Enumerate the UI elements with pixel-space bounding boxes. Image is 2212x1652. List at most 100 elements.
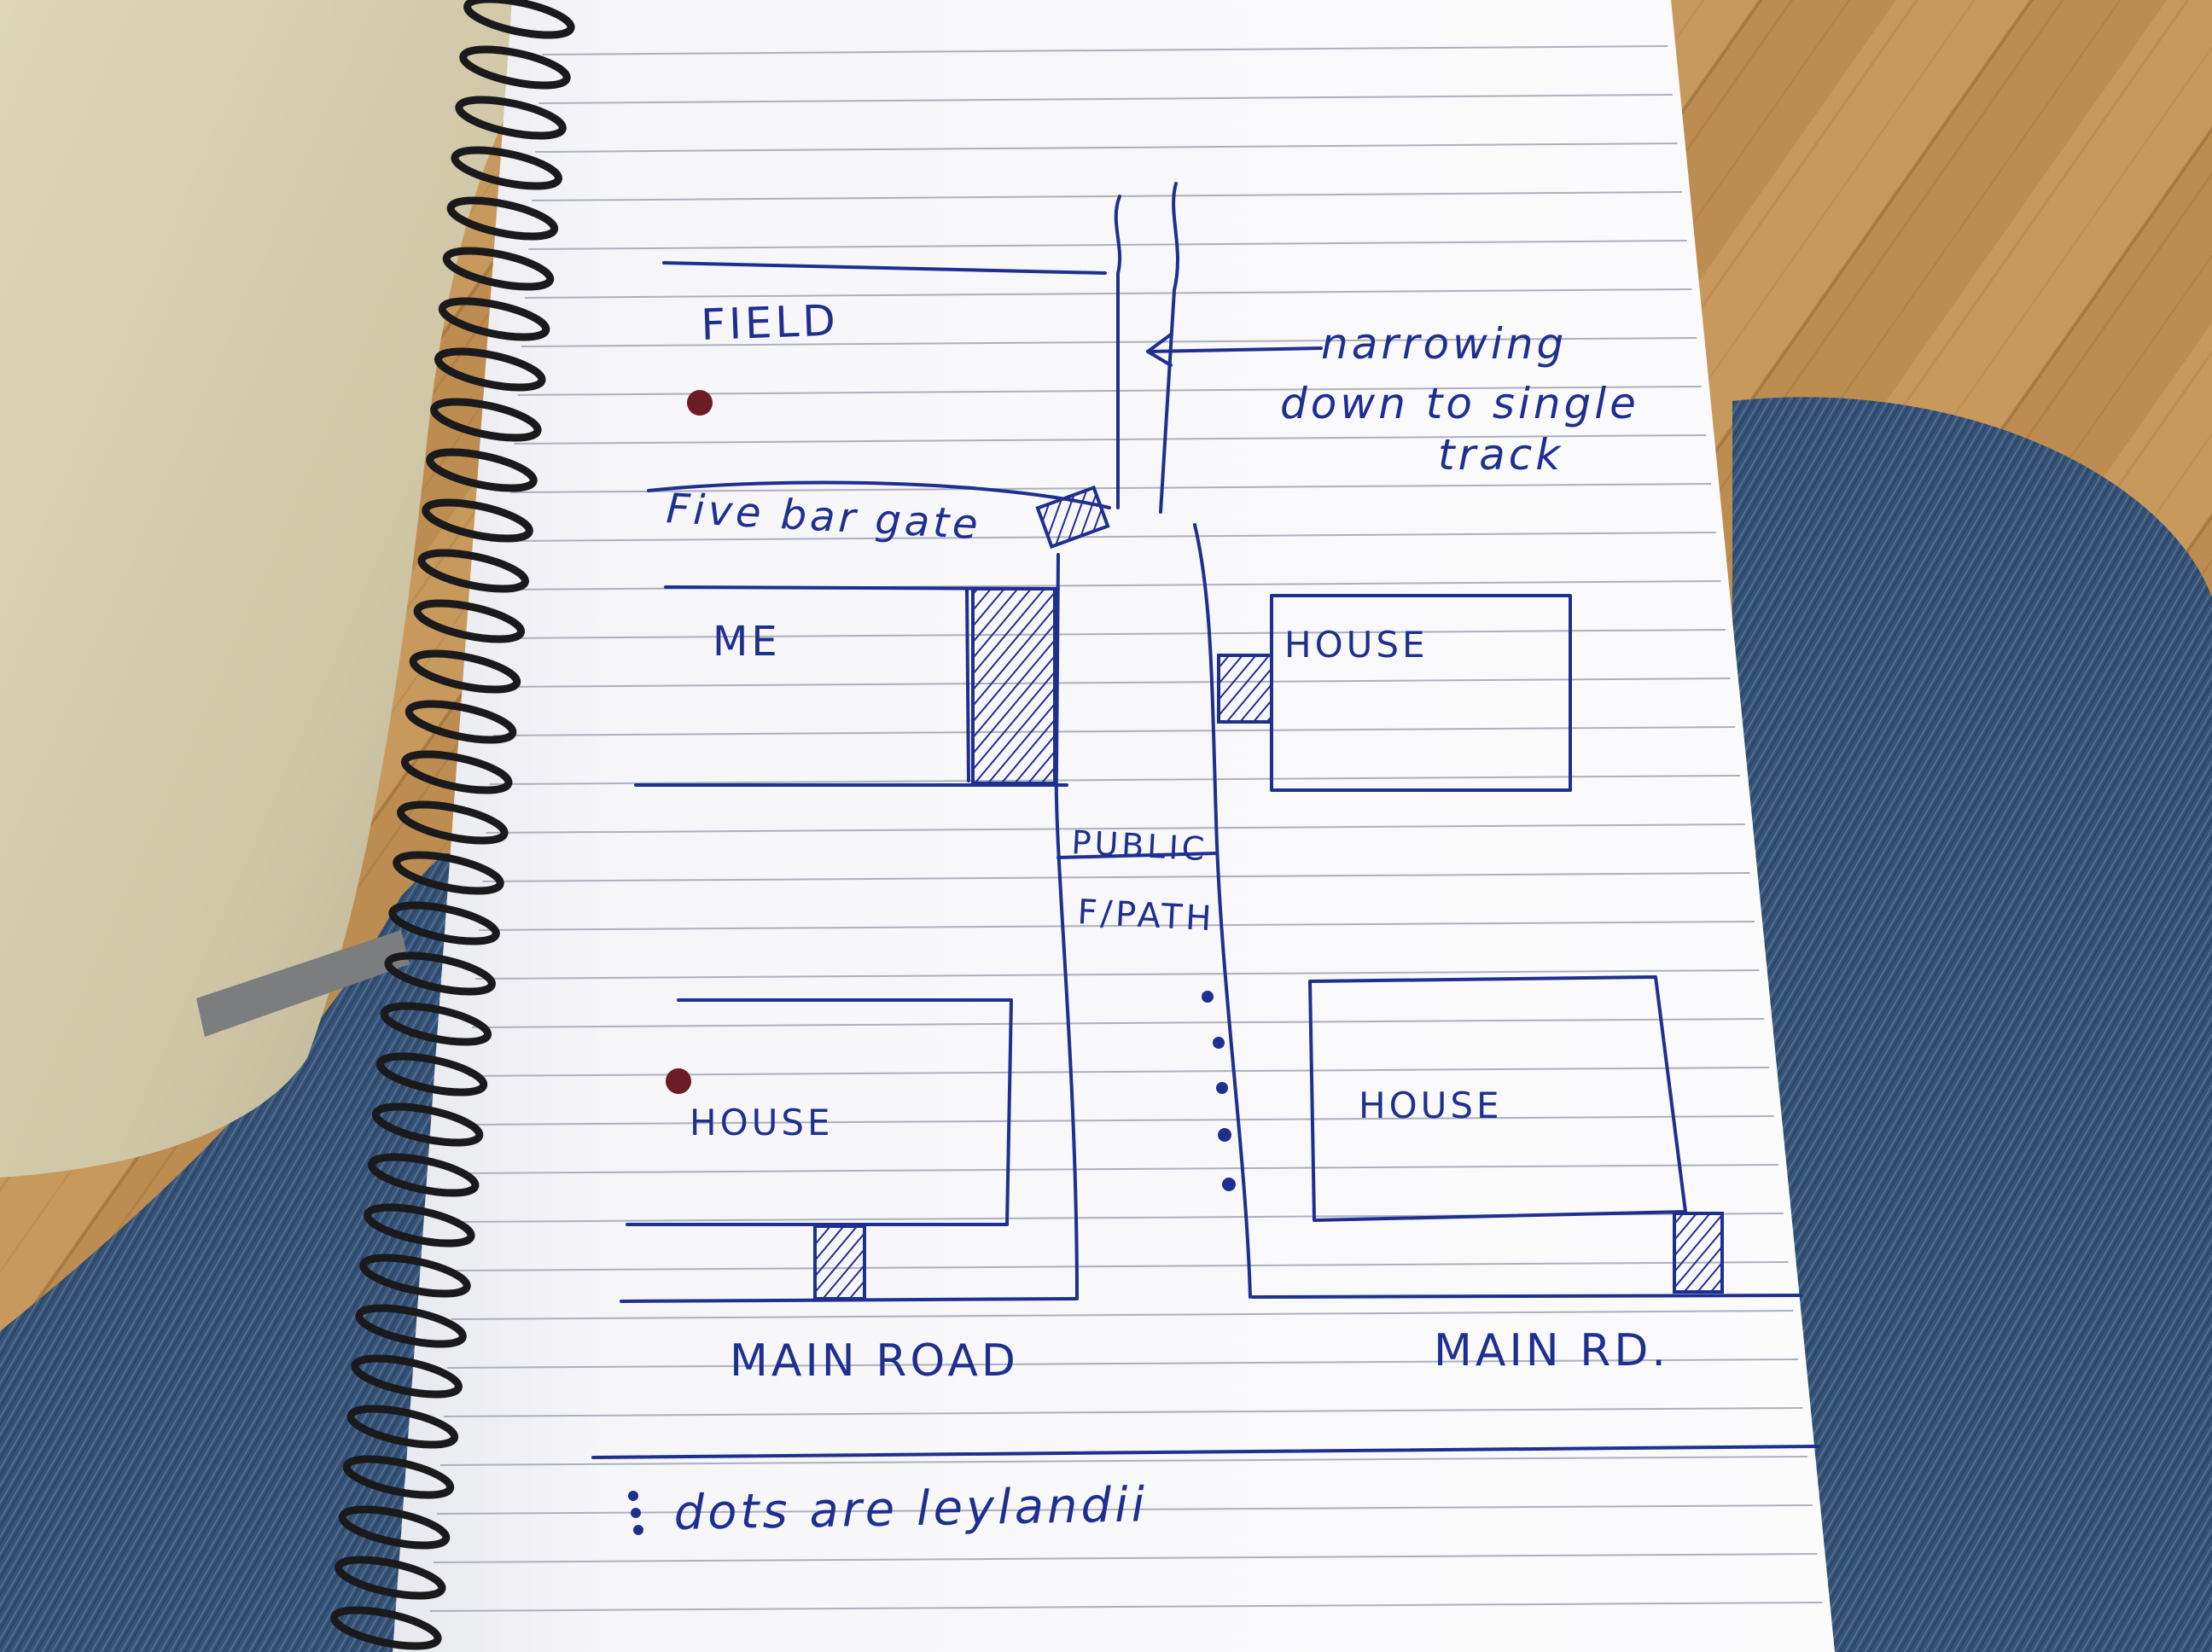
spiral-ring	[446, 196, 559, 241]
spiral-ring	[459, 45, 571, 90]
spiral-ring	[342, 1455, 455, 1499]
footpath-right-edge	[1193, 523, 1252, 1299]
spiral-ring	[463, 0, 575, 39]
ruled-line	[492, 726, 1736, 736]
ruled-line	[507, 532, 1716, 542]
spiral-ring	[388, 901, 500, 945]
spiral-ring	[405, 700, 517, 744]
ruled-line	[429, 1602, 1823, 1612]
spiral-ring	[384, 951, 496, 996]
ruled-line	[464, 1115, 1774, 1126]
label-legend: dots are leylandii	[673, 1477, 1149, 1541]
ruled-line	[439, 1456, 1808, 1466]
ruled-line	[524, 288, 1692, 299]
spiral-ring	[338, 1505, 451, 1550]
spiral-ring	[364, 1203, 475, 1248]
spiral-ring	[426, 448, 538, 492]
spiral-ring	[359, 1254, 471, 1298]
ruled-line	[528, 240, 1687, 250]
label-narrowing-line3: track	[1438, 430, 1563, 480]
ruled-line	[517, 386, 1702, 396]
ruled-line	[486, 823, 1745, 834]
label-field: FIELD	[700, 295, 839, 350]
spiral-ring	[371, 1102, 484, 1147]
ruled-line	[535, 143, 1678, 153]
track-left-edge	[1114, 195, 1122, 509]
me-fence-hatch	[971, 587, 1057, 785]
house-top-right-fence-hatch	[1217, 654, 1273, 724]
notebook-page	[393, 0, 1835, 1652]
spiral-ring	[330, 1606, 442, 1650]
ruled-line	[436, 1504, 1813, 1515]
chair-leather	[0, 0, 512, 1178]
ruled-line	[479, 921, 1755, 931]
me-property-side	[965, 589, 970, 782]
spiral-ring	[375, 1052, 488, 1096]
ruled-line	[514, 434, 1707, 445]
ruled-line	[475, 969, 1760, 980]
punch-hole-top	[687, 390, 713, 416]
ruled-line	[482, 872, 1750, 882]
spiral-ring	[434, 347, 546, 392]
ruled-line	[532, 191, 1683, 201]
ruled-lines	[429, 45, 1823, 1612]
spiral-ring	[409, 649, 521, 694]
spiral-ring	[455, 96, 567, 140]
spiral-ring	[351, 1354, 463, 1399]
ruled-line	[472, 1018, 1765, 1028]
ruled-line	[521, 337, 1697, 347]
label-narrowing-line2: down to single	[1280, 379, 1639, 428]
label-main-road: MAIN ROAD	[730, 1335, 1019, 1387]
spiral-ring	[397, 800, 509, 845]
spiral-ring	[400, 750, 513, 794]
ruled-line	[510, 483, 1712, 493]
leylandii-dots	[628, 991, 1236, 1535]
main-road-edge-right	[1251, 1294, 1802, 1299]
ruled-line	[447, 1358, 1798, 1369]
ruled-line	[538, 94, 1673, 104]
label-public-line1: PUBLIC	[1071, 823, 1209, 868]
ruled-line	[444, 1407, 1803, 1417]
label-house-bottom-left: HOUSE	[690, 1102, 834, 1143]
label-main-rd: MAIN RD.	[1434, 1325, 1669, 1376]
hatched-areas	[813, 485, 1724, 1300]
ruled-line	[461, 1164, 1779, 1174]
spiral-ring	[346, 1405, 459, 1449]
ruled-line	[542, 45, 1668, 55]
spiral-ring	[334, 1556, 446, 1600]
field-boundary-line	[662, 261, 1107, 275]
spiral-binding	[330, 0, 575, 1650]
arrow-head	[1146, 333, 1173, 367]
house-bottom-left-fence-hatch	[813, 1224, 866, 1300]
label-house-bottom-right: HOUSE	[1359, 1085, 1503, 1126]
spiral-ring	[417, 549, 529, 593]
label-house-top-right: HOUSE	[1284, 624, 1429, 666]
chair-frame	[196, 930, 410, 1037]
spiral-ring	[355, 1304, 467, 1348]
spiral-ring	[430, 398, 542, 442]
spiral-ring	[367, 1153, 480, 1197]
label-public-line2: F/PATH	[1076, 893, 1215, 939]
ruled-line	[500, 629, 1726, 639]
spiral-ring	[451, 146, 562, 190]
ruled-line	[454, 1261, 1789, 1271]
arrow-shaft	[1146, 346, 1323, 353]
ruled-line	[496, 678, 1731, 688]
label-me: ME	[713, 618, 781, 666]
spiral-ring	[442, 247, 555, 291]
spiral-ring	[393, 851, 504, 895]
spiral-ring	[413, 599, 526, 643]
spiral-ring	[422, 498, 533, 543]
ruled-line	[489, 775, 1740, 785]
ruled-line	[451, 1310, 1794, 1320]
sketch-labels: FIELD narrowing down to single track Fiv…	[665, 295, 1669, 1541]
footpath-left-edge	[1054, 553, 1079, 1299]
spiral-ring	[380, 1002, 492, 1046]
gate-boundary-line	[647, 480, 1111, 509]
footpath-cross-line	[1057, 852, 1218, 859]
five-bar-gate-hatch	[1035, 485, 1110, 550]
house-bottom-right-fence-hatch	[1673, 1212, 1724, 1294]
punch-hole-bottom	[666, 1068, 691, 1094]
track-right-edge	[1159, 182, 1179, 514]
